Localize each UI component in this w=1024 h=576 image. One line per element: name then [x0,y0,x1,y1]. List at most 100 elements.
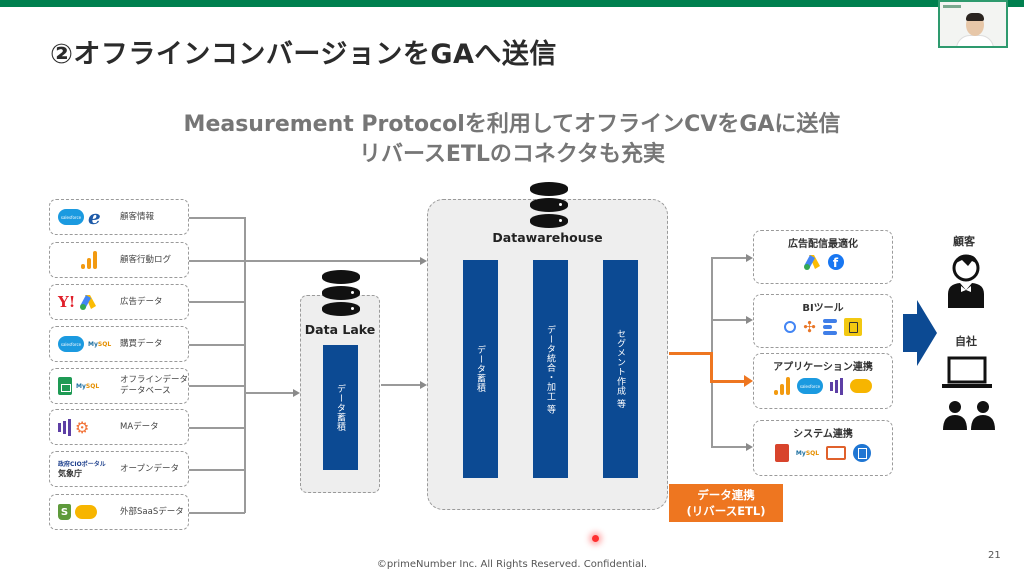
source-label: 顧客行動ログ [120,254,172,265]
source-label: 購買データ [120,338,163,349]
destination-system-integration: システム連携 MySQL [753,420,893,476]
source-connector [189,469,245,471]
slide-subtitle-line1: Measurement Protocolを利用してオフラインCVをGAに送信 [183,112,841,137]
database-icon [322,270,360,316]
company-label: 自社 [955,335,977,348]
database-icon [530,182,568,228]
source-label: 外部SaaSデータ [120,506,184,517]
source-external-saas: S 外部SaaSデータ [49,494,189,530]
lake-to-dwh-line [381,384,421,386]
tableau-icon: ✣ [803,318,816,336]
source-label: オープンデータ [120,463,179,474]
folder-icon [826,446,847,460]
mysql-icon: MySQL [795,449,820,457]
webcam-label [943,5,961,8]
destination-connector [711,257,747,259]
source-customer-info: salesforce e 顧客情報 [49,199,189,235]
data-lake-title: Data Lake [304,322,376,337]
top-accent-bar [0,0,1024,7]
dwh-pillar-storage: データ蓄積 [463,260,498,478]
salesforce-icon: salesforce [797,378,823,394]
source-offline-data: MySQL オフラインデータ データベース [49,368,189,404]
reverse-etl-path [669,352,713,355]
datawarehouse-title: Datawarehouse [492,230,603,245]
destination-title: BIツール [802,303,844,314]
reverse-etl-path [710,352,713,382]
dwh-pillar-segment: セグメント作成 等 [603,260,638,478]
destination-app-integration: アプリケーション連携 salesforce [753,353,893,409]
arrow-head [420,257,427,265]
page-number: 21 [988,550,1001,561]
source-connector [189,427,245,429]
destination-connector [711,446,747,448]
destination-title: アプリケーション連携 [773,362,873,373]
power-bi-icon [843,318,862,336]
google-ads-icon [79,294,97,310]
hubspot-icon: ⚙ [75,417,90,437]
slide-subtitle-line2: リバースETLのコネクタも充実 [358,142,666,167]
source-connector [189,385,245,387]
destination-bi-tools: BIツール ✣ [753,294,893,348]
marketo-icon [830,377,843,395]
destination-ad-optimization: 広告配信最適化 f [753,230,893,284]
source-trunk-line [244,217,246,513]
mysql-icon: MySQL [76,382,100,390]
source-purchase-data: salesforce MySQL 購買データ [49,326,189,362]
cloud-icon [850,379,872,393]
google-analytics-icon [81,251,97,269]
marketo-icon [58,418,71,436]
amazon-s3-icon [774,444,789,462]
dwh-pillar-integration: データ統合・加工 等 [533,260,568,478]
cloud-icon [75,505,97,519]
presenter-body [956,35,994,46]
shopify-icon: S [58,504,71,520]
destination-connector [711,319,747,321]
google-sheets-icon [58,377,72,395]
reverse-etl-badge: データ連携 (リバースETL) [669,484,783,522]
looker-icon [784,321,797,333]
source-open-data: 政府CIOポータル 気象庁 オープンデータ [49,451,189,487]
presenter-webcam [938,0,1008,48]
source-label: オフラインデータ データベース [120,375,189,396]
arrow-head [746,254,753,262]
to-lake-line [244,392,294,394]
arrow-head [746,316,753,324]
presenter-hair [966,13,984,21]
source-label: 広告データ [120,296,163,307]
arrow-head [293,389,300,397]
eightcard-icon: e [88,205,101,229]
source-connector [189,344,245,346]
source-label: MAデータ [120,421,159,432]
copyright-footer: ©primeNumber Inc. All Rights Reserved. C… [376,559,648,570]
destination-title: 広告配信最適化 [788,239,858,250]
slide-title: ②オフラインコンバージョンをGAへ送信 [50,39,557,70]
google-ads-icon [803,254,821,270]
arrow-head [746,443,753,451]
gov-cio-portal-icon: 政府CIOポータル 気象庁 [58,460,106,478]
source-ma-data: ⚙ MAデータ [49,409,189,445]
data-studio-icon [822,319,837,335]
mysql-icon: MySQL [88,340,112,348]
destination-title: システム連携 [793,429,853,440]
laptop-icon [942,356,992,388]
data-lake-pillar: データ蓄積 [323,345,358,470]
source-connector [189,301,245,303]
customer-label: 顧客 [953,235,975,248]
facebook-icon: f [827,254,844,270]
salesforce-icon: salesforce [58,209,84,225]
salesforce-icon: salesforce [58,336,84,352]
source-connector [189,217,245,219]
source-connector [189,512,245,514]
arrow-head [420,381,427,389]
direct-to-dwh-line [244,260,421,262]
reverse-etl-arrow-head [744,375,753,387]
reverse-etl-path [710,380,746,383]
source-ad-data: Y! 広告データ [49,284,189,320]
jma-icon: 気象庁 [58,468,82,478]
google-analytics-icon [774,377,790,395]
azure-blob-icon [853,444,872,462]
customer-person-icon [948,254,984,308]
pointer-cursor [592,535,599,542]
team-people-icon [943,401,995,430]
big-right-arrow [903,300,937,366]
